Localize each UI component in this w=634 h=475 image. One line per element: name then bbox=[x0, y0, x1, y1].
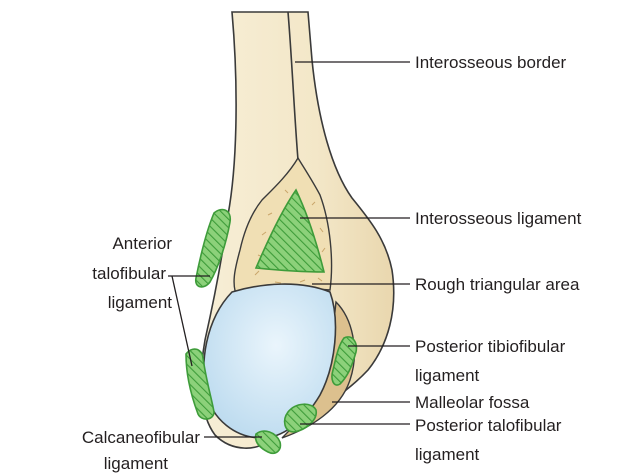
label-interosseous-ligament: Interosseous ligament bbox=[415, 209, 582, 228]
label-anterior-talofibular-line1: Anterior bbox=[112, 234, 172, 253]
label-posterior-talofibular-line2: ligament bbox=[415, 445, 480, 464]
label-rough-triangular-area: Rough triangular area bbox=[415, 275, 580, 294]
label-malleolar-fossa: Malleolar fossa bbox=[415, 393, 530, 412]
label-posterior-talofibular-line1: Posterior talofibular bbox=[415, 416, 562, 435]
label-posterior-tibiofibular-line2: ligament bbox=[415, 366, 480, 385]
label-calcaneofibular-line1: Calcaneofibular bbox=[82, 428, 200, 447]
lead-anterior-talofibular-lower bbox=[172, 276, 192, 366]
label-calcaneofibular-line2: ligament bbox=[104, 454, 169, 473]
label-interosseous-border: Interosseous border bbox=[415, 53, 567, 72]
label-anterior-talofibular-line2: talofibular bbox=[92, 264, 166, 283]
label-posterior-tibiofibular-line1: Posterior tibiofibular bbox=[415, 337, 566, 356]
label-anterior-talofibular-line3: ligament bbox=[108, 293, 173, 312]
